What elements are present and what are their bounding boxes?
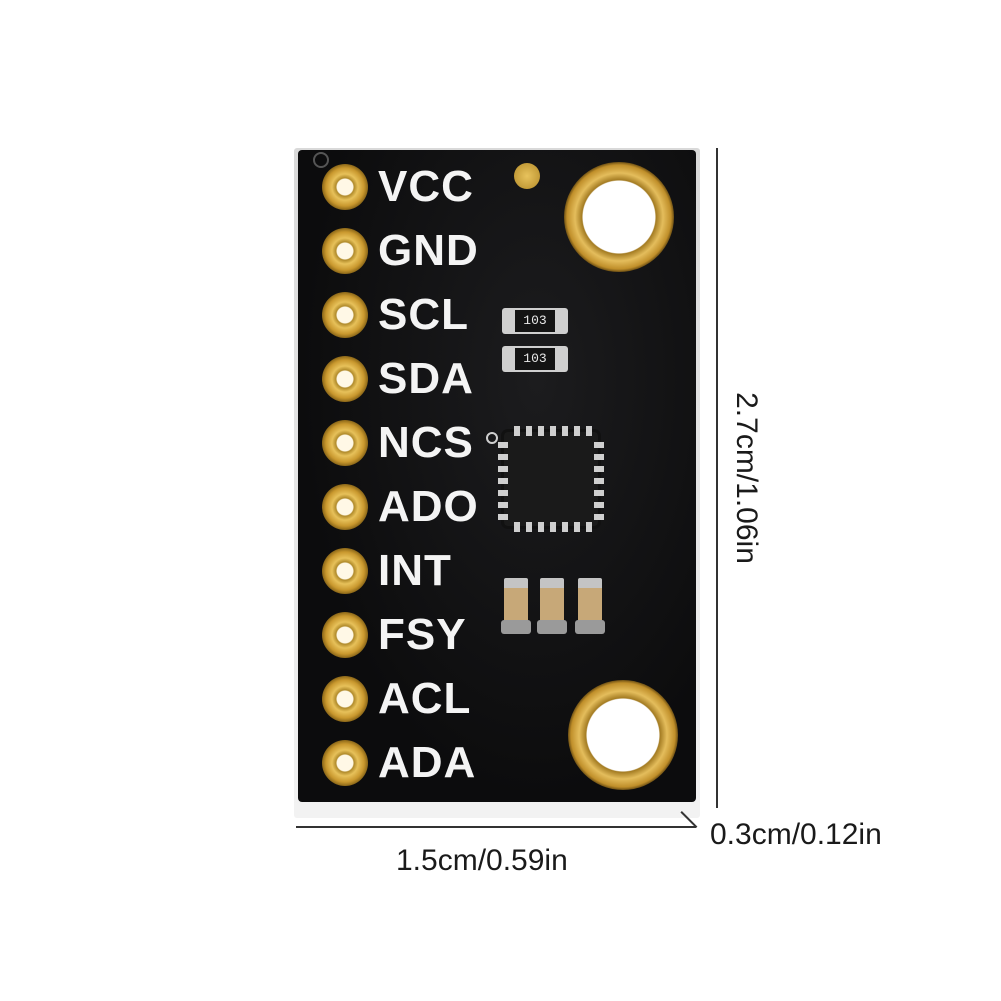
solder-pad <box>575 620 605 634</box>
resistor: 103 <box>502 346 568 372</box>
chip-pin <box>538 426 544 436</box>
chip-orientation-dot <box>486 432 498 444</box>
chip-pin <box>498 478 508 484</box>
height-dimension-line <box>716 148 718 808</box>
pin-label: NCS <box>378 418 474 467</box>
pin-pad <box>322 740 368 786</box>
chip-pin <box>574 522 580 532</box>
pin-label: SDA <box>378 354 474 403</box>
chip-pin <box>594 514 604 520</box>
chip-pin <box>498 466 508 472</box>
chip-pin <box>550 522 556 532</box>
chip-pin <box>594 502 604 508</box>
chip-pin <box>526 426 532 436</box>
pin-pad <box>322 292 368 338</box>
chip-pin <box>514 522 520 532</box>
pin-pad <box>322 356 368 402</box>
chip-pin <box>574 426 580 436</box>
solder-pad <box>537 620 567 634</box>
pin-label: SCL <box>378 290 469 339</box>
fiducial-marker <box>514 163 540 189</box>
width-dimension-line <box>296 826 696 828</box>
pin-label: ADA <box>378 738 477 787</box>
resistor-marking: 103 <box>515 310 555 332</box>
chip-pin <box>498 502 508 508</box>
chip-pin <box>498 442 508 448</box>
pin-pad <box>322 228 368 274</box>
height-dimension-label: 2.7cm/1.06in <box>730 392 763 564</box>
pcb-board: 103 103 VCC GND SCL SDA NCS ADO INT FSY ACL ADA <box>298 150 696 802</box>
chip-pin <box>586 522 592 532</box>
chip-pin <box>594 490 604 496</box>
pin-label: ADO <box>378 482 479 531</box>
corner-mark <box>313 152 329 168</box>
pin-label: INT <box>378 546 452 595</box>
pin-pad <box>322 676 368 722</box>
chip-pin <box>586 426 592 436</box>
pin-label: FSY <box>378 610 467 659</box>
chip-pin <box>562 522 568 532</box>
chip-pin <box>594 454 604 460</box>
mounting-hole-bottom <box>568 680 678 790</box>
chip-pin <box>498 514 508 520</box>
pin-label: ACL <box>378 674 472 723</box>
chip-pin <box>538 522 544 532</box>
pin-pad <box>322 612 368 658</box>
pin-pad <box>322 420 368 466</box>
chip-pin <box>562 426 568 436</box>
chip-pin <box>526 522 532 532</box>
mounting-hole-top <box>564 162 674 272</box>
chip-pin <box>594 466 604 472</box>
chip-pin <box>594 478 604 484</box>
chip-pin <box>514 426 520 436</box>
resistor-marking: 103 <box>515 348 555 370</box>
solder-pad <box>501 620 531 634</box>
pin-pad <box>322 548 368 594</box>
width-dimension-label: 1.5cm/0.59in <box>396 844 568 877</box>
pin-label: GND <box>378 226 479 275</box>
pin-label: VCC <box>378 162 474 211</box>
chip-pin <box>498 490 508 496</box>
resistor: 103 <box>502 308 568 334</box>
chip-pin <box>550 426 556 436</box>
ic-chip <box>498 426 604 532</box>
thickness-dimension-label: 0.3cm/0.12in <box>710 818 882 851</box>
chip-pin <box>594 442 604 448</box>
pin-pad <box>322 484 368 530</box>
chip-pin <box>498 454 508 460</box>
pin-pad <box>322 164 368 210</box>
